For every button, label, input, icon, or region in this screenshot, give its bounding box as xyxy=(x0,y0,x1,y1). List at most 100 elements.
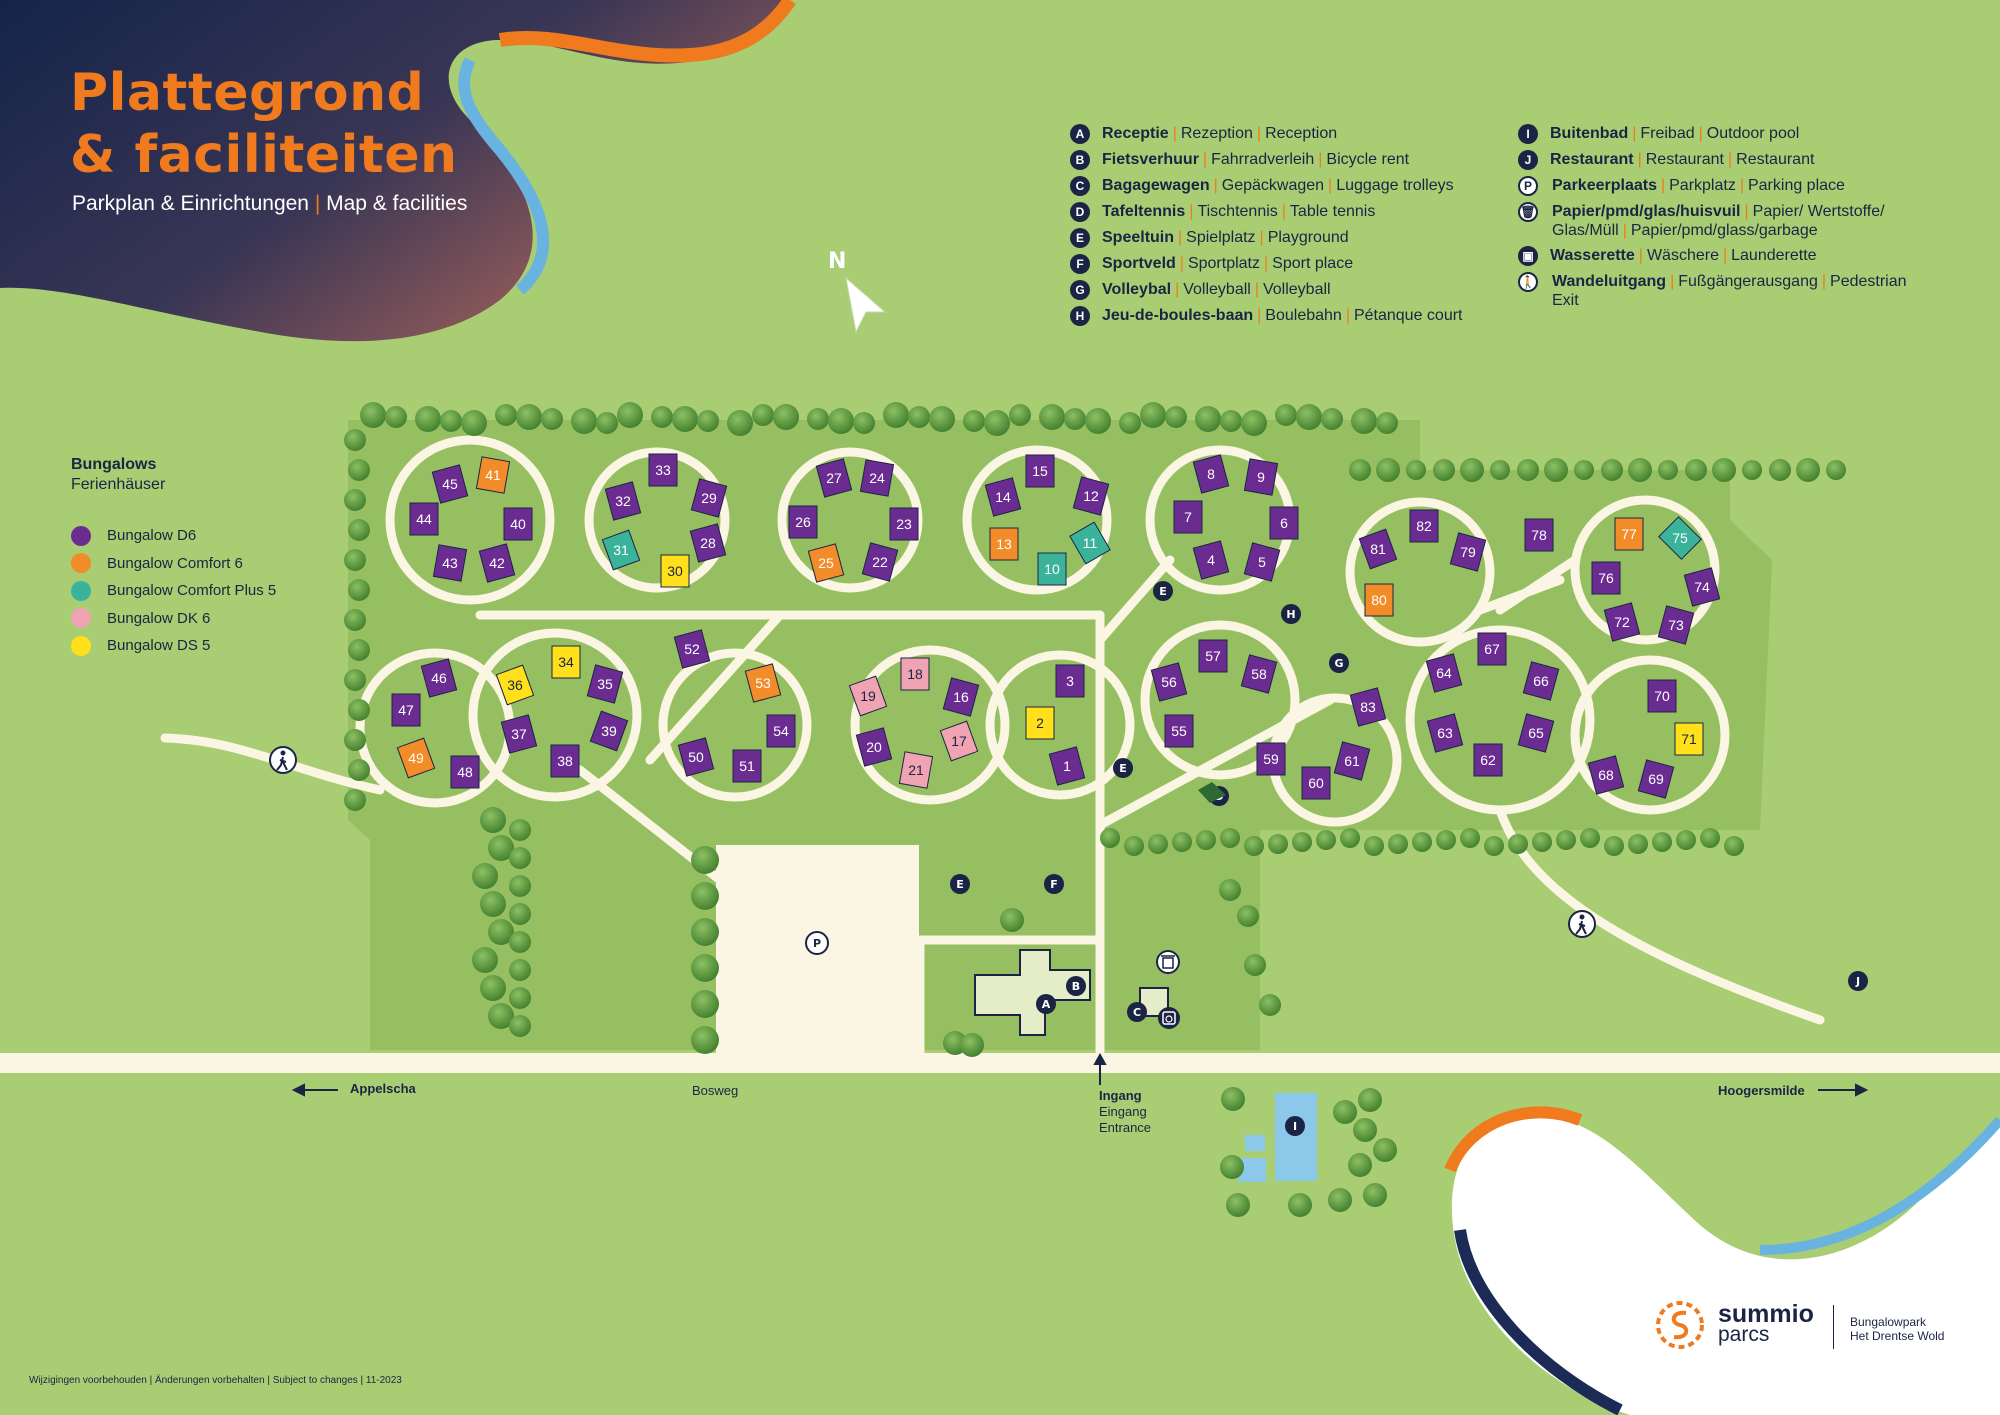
bungalow-67[interactable]: 67 xyxy=(1477,632,1507,666)
bungalow-1[interactable]: 1 xyxy=(1048,746,1086,786)
bungalow-5[interactable]: 5 xyxy=(1243,542,1281,582)
bungalow-60[interactable]: 60 xyxy=(1301,766,1331,800)
bungalow-43[interactable]: 43 xyxy=(432,544,468,582)
map-marker-i[interactable]: I xyxy=(1285,1116,1305,1136)
bungalow-76[interactable]: 76 xyxy=(1591,561,1621,595)
bungalow-49[interactable]: 49 xyxy=(396,737,436,779)
bungalow-13[interactable]: 13 xyxy=(989,527,1019,561)
bungalow-63[interactable]: 63 xyxy=(1426,713,1464,753)
bungalow-22[interactable]: 22 xyxy=(861,542,899,582)
bungalow-3[interactable]: 3 xyxy=(1055,664,1085,698)
bungalow-57[interactable]: 57 xyxy=(1198,639,1228,673)
bungalow-62[interactable]: 62 xyxy=(1473,743,1503,777)
bungalow-58[interactable]: 58 xyxy=(1240,654,1278,694)
bungalow-20[interactable]: 20 xyxy=(855,727,893,767)
bungalow-55[interactable]: 55 xyxy=(1164,714,1194,748)
bungalow-82[interactable]: 82 xyxy=(1409,509,1439,543)
bungalow-9[interactable]: 9 xyxy=(1243,458,1279,496)
bungalow-53[interactable]: 53 xyxy=(744,663,782,703)
map-marker-e[interactable]: E xyxy=(1153,581,1173,601)
bungalow-7[interactable]: 7 xyxy=(1173,500,1203,534)
bungalow-23[interactable]: 23 xyxy=(889,507,919,541)
bungalow-70[interactable]: 70 xyxy=(1647,679,1677,713)
bungalow-28[interactable]: 28 xyxy=(689,523,727,563)
bungalow-21[interactable]: 21 xyxy=(898,751,934,789)
bungalow-15[interactable]: 15 xyxy=(1025,454,1055,488)
bungalow-68[interactable]: 68 xyxy=(1587,755,1625,795)
bungalow-11[interactable]: 11 xyxy=(1069,521,1111,565)
bungalow-56[interactable]: 56 xyxy=(1150,662,1188,702)
bungalow-72[interactable]: 72 xyxy=(1603,602,1641,642)
bungalow-61[interactable]: 61 xyxy=(1333,741,1371,781)
bungalow-51[interactable]: 51 xyxy=(732,749,762,783)
bungalow-59[interactable]: 59 xyxy=(1256,742,1286,776)
bungalow-42[interactable]: 42 xyxy=(478,543,516,583)
bungalow-45[interactable]: 45 xyxy=(431,464,469,504)
bungalow-10[interactable]: 10 xyxy=(1037,552,1067,586)
map-marker-e[interactable]: E xyxy=(950,874,970,894)
bungalow-17[interactable]: 17 xyxy=(939,720,979,762)
map-marker-h[interactable]: H xyxy=(1281,604,1301,624)
bungalow-80[interactable]: 80 xyxy=(1364,583,1394,617)
map-marker-j[interactable]: J xyxy=(1848,971,1868,991)
bungalow-29[interactable]: 29 xyxy=(690,478,728,518)
bungalow-52[interactable]: 52 xyxy=(673,629,711,669)
marker-letter: G xyxy=(1334,657,1343,670)
map-marker-g[interactable]: G xyxy=(1329,653,1349,673)
bungalow-16[interactable]: 16 xyxy=(942,677,980,717)
bungalow-8[interactable]: 8 xyxy=(1192,454,1230,494)
bungalow-74[interactable]: 74 xyxy=(1683,567,1721,607)
bungalow-30[interactable]: 30 xyxy=(660,554,690,588)
bungalow-12[interactable]: 12 xyxy=(1072,476,1110,516)
bungalow-44[interactable]: 44 xyxy=(409,502,439,536)
bungalow-14[interactable]: 14 xyxy=(984,477,1022,517)
bungalow-39[interactable]: 39 xyxy=(589,710,629,752)
bungalow-34[interactable]: 34 xyxy=(551,645,581,679)
bungalow-27[interactable]: 27 xyxy=(815,458,853,498)
map-marker-e[interactable]: E xyxy=(1113,758,1133,778)
bungalow-35[interactable]: 35 xyxy=(586,664,624,704)
bungalow-50[interactable]: 50 xyxy=(677,737,715,777)
bungalow-66[interactable]: 66 xyxy=(1522,661,1560,701)
bungalow-78[interactable]: 78 xyxy=(1524,518,1554,552)
bungalow-26[interactable]: 26 xyxy=(788,505,818,539)
map-marker-p[interactable]: P xyxy=(805,931,829,955)
bungalow-79[interactable]: 79 xyxy=(1449,532,1487,572)
bungalow-71[interactable]: 71 xyxy=(1674,722,1704,756)
bungalow-73[interactable]: 73 xyxy=(1657,605,1695,645)
map-marker-c[interactable]: C xyxy=(1127,1002,1147,1022)
bungalow-77[interactable]: 77 xyxy=(1614,517,1644,551)
bungalow-64[interactable]: 64 xyxy=(1425,653,1463,693)
bungalow-24[interactable]: 24 xyxy=(859,459,895,497)
bungalow-65[interactable]: 65 xyxy=(1517,713,1555,753)
bungalow-40[interactable]: 40 xyxy=(503,507,533,541)
bungalow-46[interactable]: 46 xyxy=(420,658,458,698)
bungalow-38[interactable]: 38 xyxy=(550,744,580,778)
bungalow-4[interactable]: 4 xyxy=(1192,540,1230,580)
bungalow-32[interactable]: 32 xyxy=(604,481,642,521)
bungalow-33[interactable]: 33 xyxy=(648,453,678,487)
map-marker-b[interactable]: B xyxy=(1066,976,1086,996)
washer-icon[interactable] xyxy=(1158,1007,1180,1029)
pedestrian-exit-icon[interactable] xyxy=(1568,910,1596,938)
trash-icon[interactable] xyxy=(1156,950,1180,974)
bungalow-75[interactable]: 75 xyxy=(1658,516,1702,560)
bungalow-31[interactable]: 31 xyxy=(601,529,641,571)
bungalow-81[interactable]: 81 xyxy=(1358,528,1398,570)
bungalow-41[interactable]: 41 xyxy=(475,456,511,494)
bungalow-54[interactable]: 54 xyxy=(766,714,796,748)
map-marker-a[interactable]: A xyxy=(1036,994,1056,1014)
bungalow-37[interactable]: 37 xyxy=(500,714,538,754)
bungalow-48[interactable]: 48 xyxy=(450,755,480,789)
bungalow-83[interactable]: 83 xyxy=(1349,687,1387,727)
bungalow-25[interactable]: 25 xyxy=(807,543,845,583)
pedestrian-exit-icon[interactable] xyxy=(269,746,297,774)
bungalow-19[interactable]: 19 xyxy=(848,675,888,717)
bungalow-47[interactable]: 47 xyxy=(391,693,421,727)
bungalow-18[interactable]: 18 xyxy=(900,657,930,691)
bungalow-2[interactable]: 2 xyxy=(1025,706,1055,740)
bungalow-69[interactable]: 69 xyxy=(1637,759,1675,799)
bungalow-36[interactable]: 36 xyxy=(495,664,535,706)
map-marker-f[interactable]: F xyxy=(1044,874,1064,894)
bungalow-6[interactable]: 6 xyxy=(1269,506,1299,540)
